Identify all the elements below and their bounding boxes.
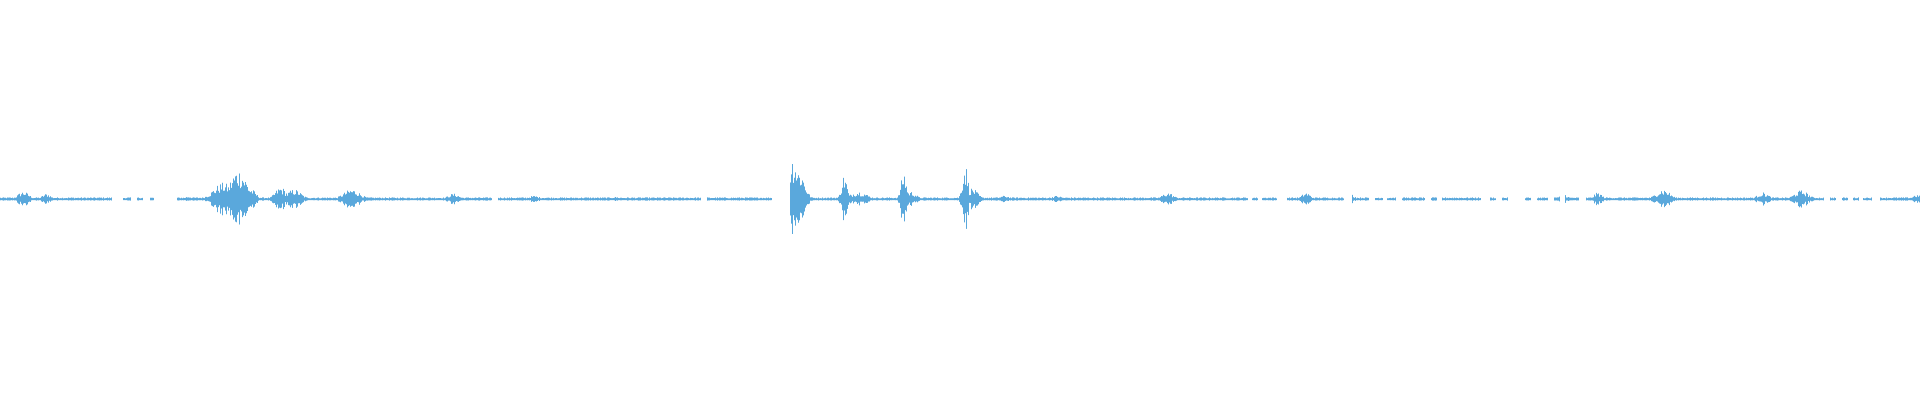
waveform-bars — [0, 163, 1920, 235]
